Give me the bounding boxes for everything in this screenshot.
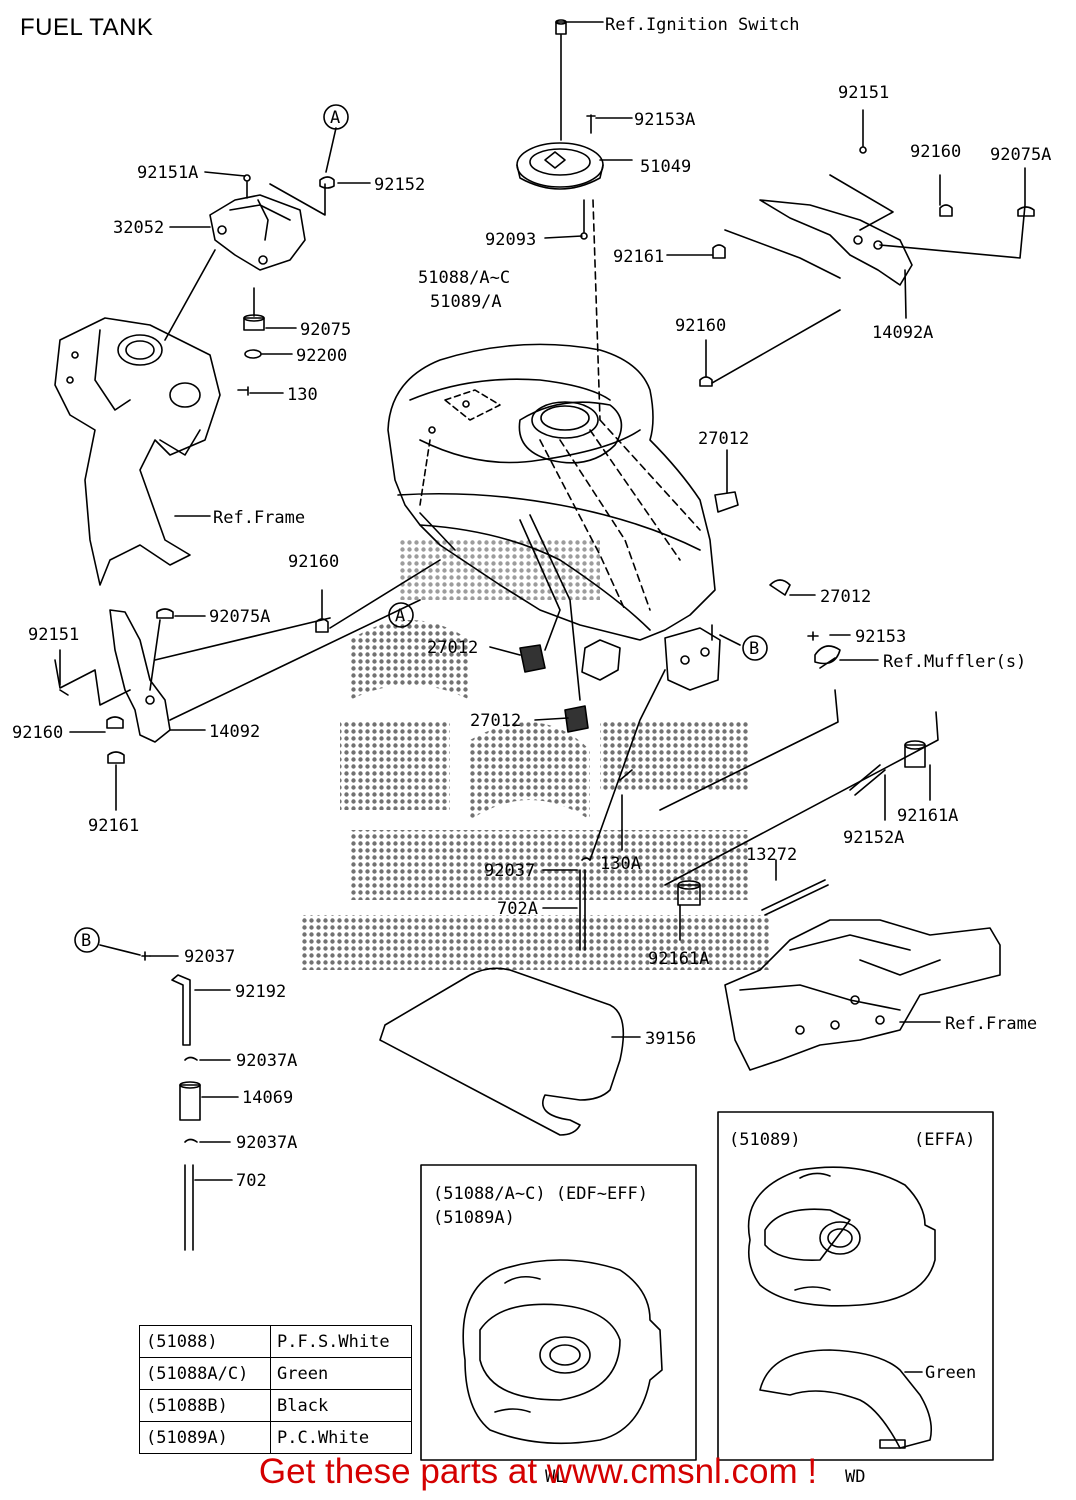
label-ref-mufflers: Ref.Muffler(s) xyxy=(883,652,1026,672)
label-130A: 130A xyxy=(600,854,641,874)
label-27012-d: 27012 xyxy=(470,711,521,731)
label-92161-left: 92161 xyxy=(88,816,139,836)
label-92037-mid: 92037 xyxy=(484,861,535,881)
label-130: 130 xyxy=(287,385,318,405)
label-92093: 92093 xyxy=(485,230,536,250)
label-92161A-low: 92161A xyxy=(648,949,709,969)
color-variant-table: (51088)P.F.S.White(51088A/C)Green(51088B… xyxy=(139,1325,412,1454)
color-table-code: (51088B) xyxy=(139,1389,271,1422)
color-table-row: (51088)P.F.S.White xyxy=(139,1325,412,1358)
label-14069: 14069 xyxy=(242,1088,293,1108)
bracket-32052 xyxy=(209,194,306,271)
label-14092A: 14092A xyxy=(872,323,933,343)
footer-link[interactable]: Get these parts at www.cmsnl.com ! xyxy=(258,1452,818,1491)
color-table-color: P.F.S.White xyxy=(270,1325,412,1358)
color-table-color: Green xyxy=(270,1357,412,1390)
label-ref-frame-right: Ref.Frame xyxy=(945,1014,1037,1034)
fuel-tank-body xyxy=(387,343,716,681)
inset-right-sub: WD xyxy=(845,1467,865,1487)
inset-box-left xyxy=(420,1164,697,1461)
inset-right-code: (51089) xyxy=(729,1130,801,1150)
label-39156: 39156 xyxy=(645,1029,696,1049)
tank-side-bracket xyxy=(664,624,721,691)
marker-a-top xyxy=(323,104,349,130)
label-92161A-right: 92161A xyxy=(897,806,958,826)
label-92153: 92153 xyxy=(855,627,906,647)
callout-labels: Ref.Ignition Switch 92153A 51049 92093 5… xyxy=(12,15,1051,1487)
label-51049: 51049 xyxy=(640,157,691,177)
right-frame-part xyxy=(724,919,1001,1071)
color-table-color: Black xyxy=(270,1389,412,1422)
label-92037: 92037 xyxy=(184,947,235,967)
label-32052: 32052 xyxy=(113,218,164,238)
label-92160-left: 92160 xyxy=(288,552,339,572)
label-92075: 92075 xyxy=(300,320,351,340)
label-92151A: 92151A xyxy=(137,163,198,183)
inset-left-tank-drawing xyxy=(462,1259,663,1445)
fuel-cap-51049 xyxy=(516,142,604,190)
bracket-14092 xyxy=(109,609,171,743)
label-702A: 702A xyxy=(497,899,538,919)
label-27012-c: 27012 xyxy=(427,638,478,658)
inset-right-market: (EFFA) xyxy=(914,1130,975,1150)
color-table-code: (51088) xyxy=(139,1325,271,1358)
label-92037A-b: 92037A xyxy=(236,1133,297,1153)
marker-b-low-letter: B xyxy=(81,931,91,951)
label-702: 702 xyxy=(236,1171,267,1191)
label-92075A-left: 92075A xyxy=(209,607,270,627)
inset-left-line1: (51088/A~C) (EDF~EFF) xyxy=(433,1184,648,1204)
label-92151-top: 92151 xyxy=(838,83,889,103)
label-14092: 14092 xyxy=(209,722,260,742)
label-92160-top: 92160 xyxy=(910,142,961,162)
label-92151-left: 92151 xyxy=(28,625,79,645)
label-92037A-a: 92037A xyxy=(236,1051,297,1071)
marker-b-mid-letter: B xyxy=(749,639,759,659)
label-92075A-top: 92075A xyxy=(990,145,1051,165)
label-92152: 92152 xyxy=(374,175,425,195)
label-51089: 51089/A xyxy=(430,292,502,312)
inset-right-tank-drawing xyxy=(747,1166,936,1449)
label-ref-frame-left: Ref.Frame xyxy=(213,508,305,528)
label-27012-a: 27012 xyxy=(698,429,749,449)
inset-box-right xyxy=(717,1111,994,1461)
rubber-mat-39156 xyxy=(379,967,625,1136)
label-51088: 51088/A~C xyxy=(418,268,510,288)
label-92160-low: 92160 xyxy=(12,723,63,743)
label-27012-b: 27012 xyxy=(820,587,871,607)
label-92153A: 92153A xyxy=(634,110,695,130)
color-table-code: (51089A) xyxy=(139,1421,271,1454)
marker-a-top-letter: A xyxy=(330,108,340,128)
left-frame-part xyxy=(54,317,221,586)
inset-right-green: Green xyxy=(925,1363,976,1383)
label-92152A: 92152A xyxy=(843,828,904,848)
label-92160-mid: 92160 xyxy=(675,316,726,336)
label-92161-top: 92161 xyxy=(613,247,664,267)
color-table-color: P.C.White xyxy=(270,1421,412,1454)
bracket-14092A xyxy=(759,199,913,286)
color-table-row: (51088A/C)Green xyxy=(139,1357,412,1390)
marker-a-mid-letter: A xyxy=(395,606,405,626)
marker-b-low xyxy=(74,927,100,953)
marker-b-mid xyxy=(742,635,768,661)
label-ref-ignition-switch: Ref.Ignition Switch xyxy=(605,15,799,35)
page-title: FUEL TANK xyxy=(20,14,154,41)
watermark-logo xyxy=(300,540,770,970)
label-92200: 92200 xyxy=(296,346,347,366)
inset-left-line2: (51089A) xyxy=(433,1208,515,1228)
color-table-row: (51089A)P.C.White xyxy=(139,1421,412,1454)
label-13272: 13272 xyxy=(746,845,797,865)
color-table-code: (51088A/C) xyxy=(139,1357,271,1390)
marker-a-mid xyxy=(388,602,414,628)
inset-left-sub: WL xyxy=(545,1467,565,1487)
label-92192: 92192 xyxy=(235,982,286,1002)
color-table-row: (51088B)Black xyxy=(139,1389,412,1422)
